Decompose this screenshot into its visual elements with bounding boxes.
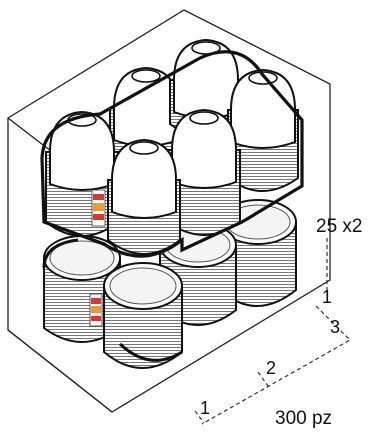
dimension-width-middle-label: 2 xyxy=(266,358,277,378)
dimension-height-label: 1 xyxy=(322,287,333,307)
bottom-layer xyxy=(42,199,297,369)
total-pieces-label: 300 pz xyxy=(275,408,333,429)
top-layer xyxy=(40,39,304,258)
dimension-lines xyxy=(194,238,351,425)
dimension-depth-label: 3 xyxy=(330,317,341,337)
top-stack-front-right xyxy=(107,139,181,255)
product-label-top xyxy=(91,189,106,227)
stack-count-label: 25 x2 xyxy=(316,216,363,237)
dimension-width-front-label: 1 xyxy=(200,398,211,418)
product-label-bottom xyxy=(89,293,103,327)
